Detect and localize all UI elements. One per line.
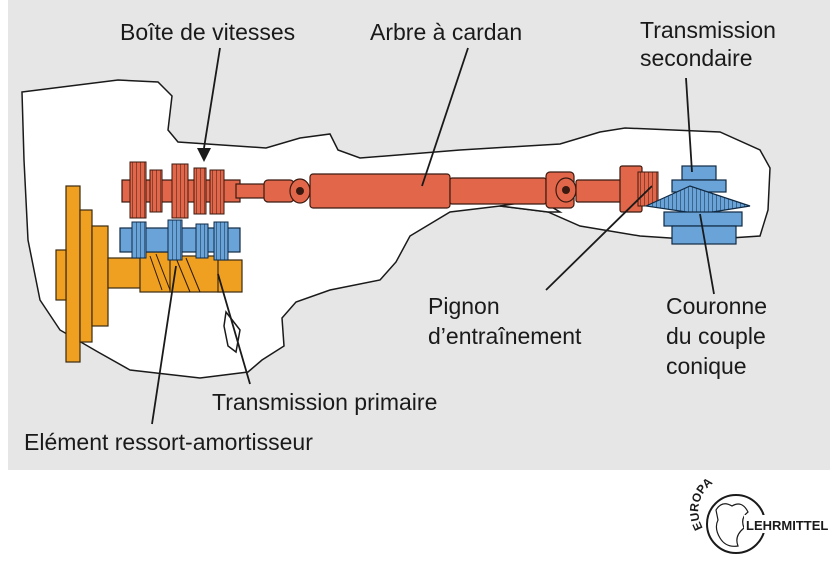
label-secondary-transmission-2: secondaire (640, 45, 753, 71)
label-crown-1: Couronne (666, 293, 767, 319)
housing-outline (21, 79, 771, 379)
label-pinion-1: Pignon (428, 293, 500, 319)
europa-lehrmittel-logo: EUROPA LEHRMITTEL (687, 475, 828, 554)
gearbox-red-gears (121, 161, 267, 219)
cardan-shaft (263, 165, 659, 213)
label-primary-transmission: Transmission primaire (212, 389, 437, 415)
svg-text:LEHRMITTEL: LEHRMITTEL (746, 518, 828, 533)
label-pinion-2: d’entraînement (428, 323, 582, 349)
gearbox-blue-gears (119, 219, 241, 261)
label-damper: Elément ressort-amortisseur (24, 429, 313, 455)
label-cardan-shaft: Arbre à cardan (370, 19, 522, 45)
label-secondary-transmission-1: Transmission (640, 17, 776, 43)
leader-lines (151, 47, 715, 425)
label-crown-2: du couple (666, 323, 766, 349)
housing-flange (223, 310, 241, 354)
label-gearbox: Boîte de vitesses (120, 19, 295, 45)
flywheel-damper (55, 185, 243, 363)
label-crown-3: conique (666, 353, 747, 379)
